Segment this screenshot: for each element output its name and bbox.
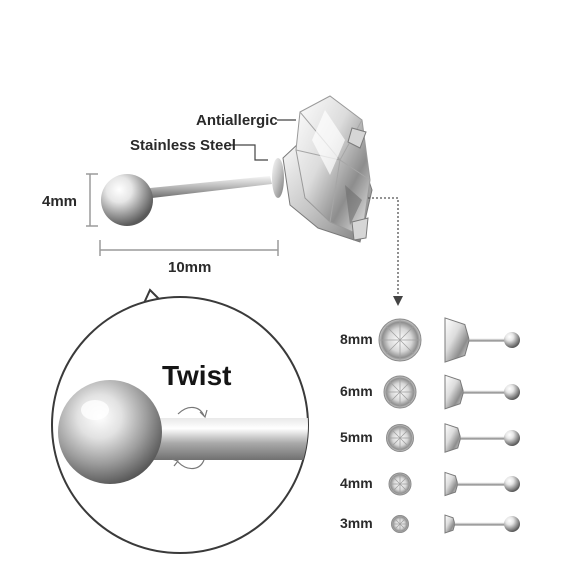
gem-front-view: [386, 424, 414, 452]
down-arrow-icon: [368, 197, 403, 306]
earring-post: [150, 176, 272, 198]
earring-washer: [272, 158, 284, 198]
earring-side-view: [444, 317, 520, 363]
size-label-5mm: 5mm: [340, 429, 373, 445]
twist-zoom-callout: [51, 288, 309, 554]
earring-ball: [101, 174, 153, 226]
ball-diameter-bracket: [86, 173, 98, 227]
size-label-6mm: 6mm: [340, 383, 373, 399]
size-label-4mm: 4mm: [340, 475, 373, 491]
stainless-steel-label: Stainless Steel: [130, 137, 236, 154]
earring-side-view: [444, 514, 520, 534]
gem-front-view: [391, 515, 409, 533]
earring-side-view: [444, 374, 520, 410]
earring-side-view: [444, 471, 520, 497]
gem-front-view: [388, 472, 412, 496]
gem-front-view: [378, 318, 422, 362]
rotate-arrows-icon: [171, 406, 208, 470]
zoom-post: [140, 418, 308, 460]
size-label-3mm: 3mm: [340, 515, 373, 531]
main-earring: [101, 95, 373, 243]
ball-diameter-label: 4mm: [42, 193, 78, 210]
zoom-ball: [58, 380, 162, 484]
post-length-bracket: [99, 240, 279, 256]
post-length-label: 10mm: [168, 259, 212, 276]
earring-side-view: [444, 423, 520, 453]
antiallergic-label: Antiallergic: [196, 112, 278, 129]
size-label-8mm: 8mm: [340, 331, 373, 347]
size-chart: [378, 317, 520, 534]
gem-front-view: [383, 375, 417, 409]
twist-label: Twist: [162, 360, 232, 391]
